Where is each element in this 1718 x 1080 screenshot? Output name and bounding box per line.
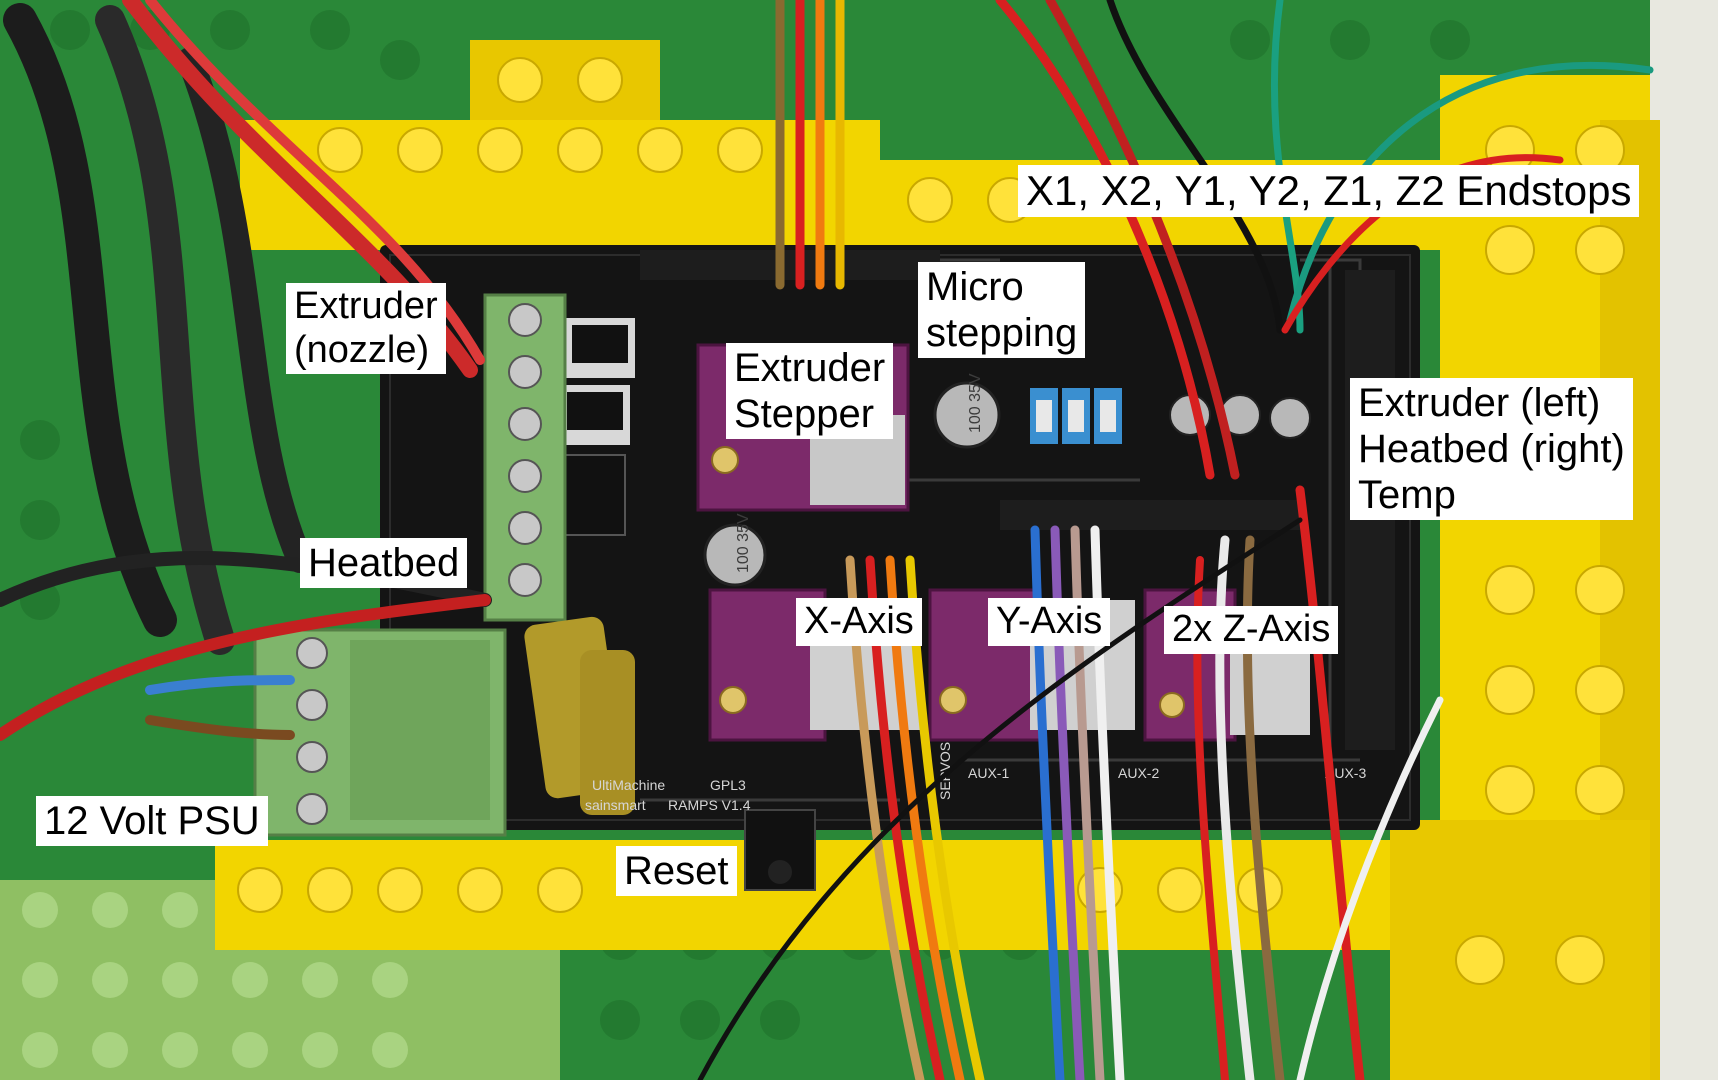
board-servos: SERVOS xyxy=(937,742,953,800)
label-y-axis: Y-Axis xyxy=(988,598,1111,646)
label-micro-stepping: Micro stepping xyxy=(918,262,1086,358)
label-psu: 12 Volt PSU xyxy=(36,796,268,846)
label-extruder-nozzle: Extruder (nozzle) xyxy=(286,283,446,375)
label-temp-line1: Extruder (left) xyxy=(1358,381,1601,425)
capacitors xyxy=(703,381,1311,587)
label-endstops-text: X1, X2, Y1, Y2, Z1, Z2 Endstops xyxy=(1026,167,1632,214)
label-heatbed: Heatbed xyxy=(300,538,468,588)
board-aux3: AUX-3 xyxy=(1325,765,1366,781)
psu-terminal-block xyxy=(253,628,507,837)
label-reset-text: Reset xyxy=(624,849,729,893)
extruder-terminal-block xyxy=(483,293,567,622)
label-x-axis: X-Axis xyxy=(796,598,922,646)
label-extruder-stepper: Extruder Stepper xyxy=(726,343,894,439)
yellow-lego-studs xyxy=(237,57,1625,985)
board-model: RAMPS V1.4 xyxy=(668,797,751,813)
board-license: GPL3 xyxy=(710,777,746,793)
label-extruder-stepper-line1: Extruder xyxy=(734,346,886,390)
label-heatbed-text: Heatbed xyxy=(308,541,460,585)
board-aux2: AUX-2 xyxy=(1118,765,1159,781)
label-temp: Extruder (left) Heatbed (right) Temp xyxy=(1350,378,1633,520)
label-temp-line2: Heatbed (right) xyxy=(1358,427,1625,471)
label-x-axis-text: X-Axis xyxy=(804,600,914,642)
label-extruder-nozzle-line2: (nozzle) xyxy=(294,328,430,371)
label-psu-text: 12 Volt PSU xyxy=(44,799,260,843)
micro-stepping-jumpers xyxy=(1030,388,1122,444)
capacitor-text-2: 100 35V xyxy=(735,513,752,573)
label-z-axis: 2x Z-Axis xyxy=(1164,606,1339,654)
label-micro-stepping-line2: stepping xyxy=(926,311,1078,355)
reset-button-part xyxy=(744,809,816,891)
label-temp-line3: Temp xyxy=(1358,473,1456,517)
mosfets xyxy=(560,318,635,536)
polyfuses xyxy=(524,616,635,815)
label-reset: Reset xyxy=(616,846,737,896)
label-extruder-nozzle-line1: Extruder xyxy=(294,285,438,327)
board-maker: UltiMachine xyxy=(592,777,665,793)
board-aux1: AUX-1 xyxy=(968,765,1009,781)
board-silkscreen: UltiMachine sainsmart RAMPS V1.4 GPL3 AU… xyxy=(585,742,1366,813)
label-y-axis-text: Y-Axis xyxy=(996,600,1103,642)
capacitor-text-1: 100 35V xyxy=(967,373,984,433)
label-z-axis-text: 2x Z-Axis xyxy=(1172,608,1331,650)
right-background xyxy=(1650,0,1718,1080)
label-micro-stepping-line1: Micro xyxy=(926,265,1024,309)
capacitor-markings: 100 35V 100 35V xyxy=(735,373,984,573)
label-extruder-stepper-line2: Stepper xyxy=(734,392,875,436)
label-endstops: X1, X2, Y1, Y2, Z1, Z2 Endstops xyxy=(1018,165,1640,218)
board-brand: sainsmart xyxy=(585,797,646,813)
